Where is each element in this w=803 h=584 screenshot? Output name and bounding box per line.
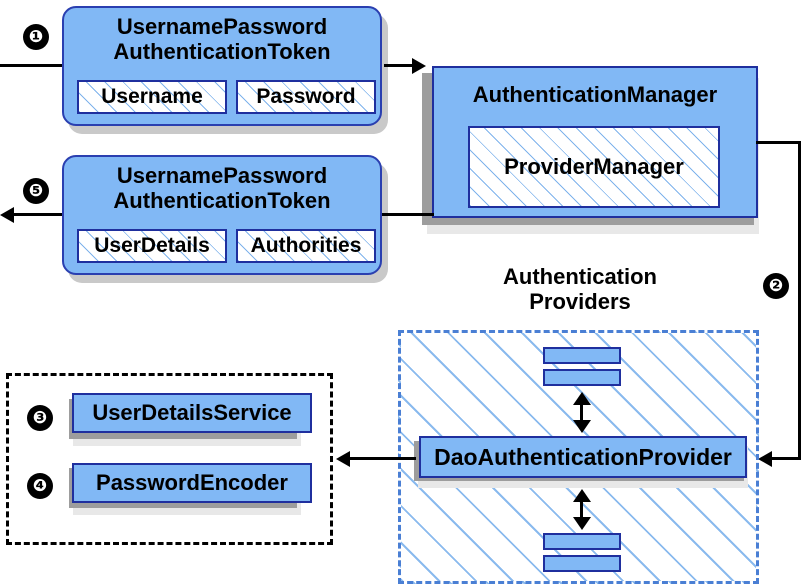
request-token-title: UsernamePassword AuthenticationToken <box>113 14 330 64</box>
response-token-authorities-field: Authorities <box>236 229 376 263</box>
manager-to-response-token-line <box>382 213 434 216</box>
provider-link-bottom-arrow-down-icon <box>573 517 591 530</box>
request-token-username-field: Username <box>77 80 227 114</box>
provider-link-top-arrow-down-icon <box>573 420 591 433</box>
request-token-to-manager-line <box>384 64 420 67</box>
authentication-manager-title: AuthenticationManager <box>472 82 718 107</box>
request-token-to-manager-arrow-icon <box>412 58 426 74</box>
provider-link-bottom-line <box>580 493 583 519</box>
request-token-password-field: Password <box>236 80 376 114</box>
other-provider-bar-top-1 <box>543 347 621 364</box>
response-token-title-line2: AuthenticationToken <box>113 188 331 214</box>
provider-link-top-line <box>580 396 583 422</box>
provider-to-dependencies-line <box>350 457 416 460</box>
response-token-title: UsernamePassword AuthenticationToken <box>113 163 330 213</box>
response-token-userdetails-field: UserDetails <box>77 229 227 263</box>
other-provider-bar-bottom-1 <box>543 533 621 550</box>
password-encoder-box: PasswordEncoder <box>72 463 312 503</box>
response-token-out-arrow-icon <box>0 207 14 223</box>
manager-to-provider-line-top <box>756 141 801 144</box>
authentication-providers-title-line2: Providers <box>529 288 631 314</box>
authentication-providers-title: Authentication Providers <box>440 264 720 314</box>
badge-5: ❺ <box>23 178 49 204</box>
dao-authentication-provider-box: DaoAuthenticationProvider <box>419 436 747 478</box>
badge-3: ❸ <box>27 405 53 431</box>
badge-4: ❹ <box>27 473 53 499</box>
other-provider-bar-top-2 <box>543 369 621 386</box>
badge-2: ❷ <box>763 273 789 299</box>
request-token-title-line2: AuthenticationToken <box>113 39 331 65</box>
dependencies-group <box>6 373 333 545</box>
response-token-out-line <box>13 213 71 216</box>
provider-manager-box: ProviderManager <box>468 126 720 208</box>
provider-to-dependencies-arrow-icon <box>336 451 350 467</box>
manager-to-provider-line-bottom <box>772 457 801 460</box>
other-provider-bar-bottom-2 <box>543 555 621 572</box>
user-details-service-box: UserDetailsService <box>72 393 312 433</box>
request-token-title-line1: UsernamePassword <box>116 14 328 39</box>
authentication-providers-title-line1: Authentication <box>503 264 657 289</box>
badge-1: ❶ <box>23 24 49 50</box>
response-token-title-line1: UsernamePassword <box>116 163 328 188</box>
manager-to-provider-line-vertical <box>798 141 801 459</box>
manager-to-provider-arrow-icon <box>758 451 772 467</box>
incoming-request-line <box>0 64 70 67</box>
